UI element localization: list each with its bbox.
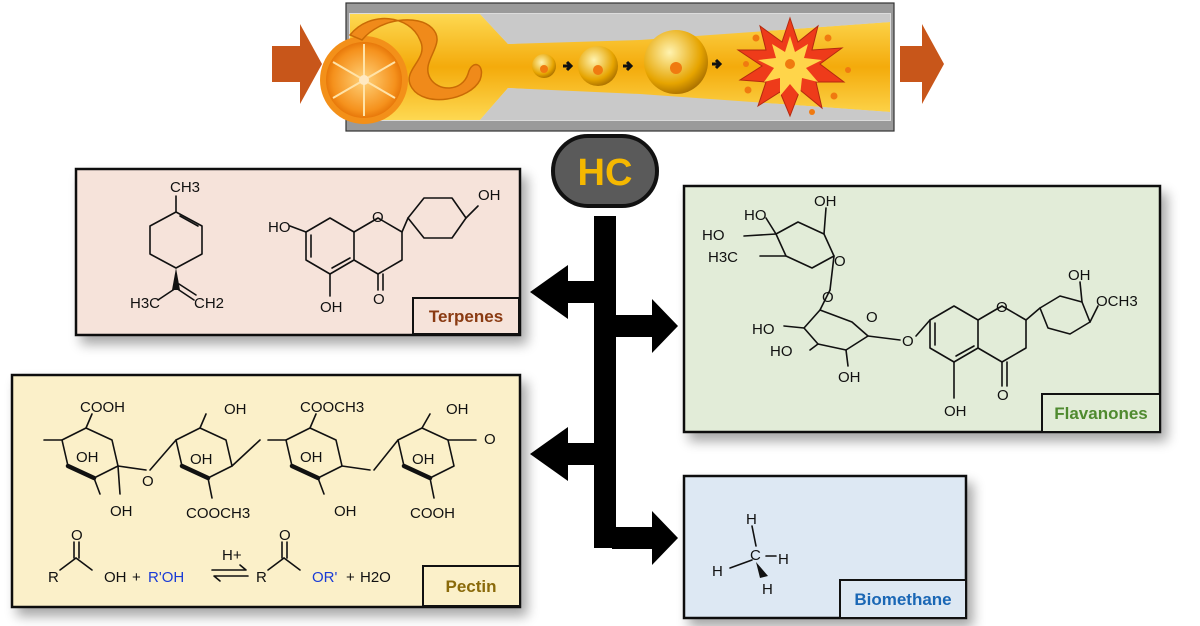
biomethane-label: Biomethane: [854, 590, 951, 609]
chem-label: OH: [104, 569, 127, 586]
cavitation-reactor: [272, 2, 944, 132]
sugar-unit-2: [149, 413, 261, 499]
orange-slice: [320, 36, 408, 124]
chem-label: +: [346, 569, 355, 586]
cavitation-bubbles: [532, 30, 723, 94]
terpenes-panel: CH3 H3C CH2 HO OH OH O O Terpenes: [74, 167, 522, 337]
chem-label: O: [142, 473, 154, 490]
chem-label: H: [712, 563, 723, 580]
naringenin-structure: HO OH OH O O: [268, 187, 501, 316]
chem-label: H: [746, 511, 757, 528]
chem-label: R'OH: [148, 569, 184, 586]
chem-label: CH3: [170, 179, 200, 196]
methane-structure: H C H H H: [712, 511, 789, 598]
chem-label: OH: [224, 401, 247, 418]
arrow-to-biomethane: [652, 511, 678, 565]
arrow-to-flavanones: [652, 299, 678, 353]
sugar-unit-1: [43, 413, 147, 495]
chem-label: HO: [752, 321, 775, 338]
chem-label: R: [256, 569, 267, 586]
hc-label: HC: [578, 152, 633, 194]
chem-label: HO: [744, 207, 767, 224]
pectin-label: Pectin: [445, 577, 496, 596]
terpenes-label: Terpenes: [429, 307, 503, 326]
chem-label: OH: [1068, 267, 1091, 284]
hesperidin-structure: HO OH HO H3C O O HO HO OH O O O OH OCH3 …: [702, 193, 1138, 420]
hc-badge: HC: [551, 134, 659, 208]
chem-label: O: [997, 387, 1009, 404]
chem-label: O: [834, 253, 846, 270]
pectin-chain-structure: COOH OH COOCH3 OH OH OH OH OH OH OH COOC…: [43, 399, 496, 522]
chem-label: OH: [412, 451, 435, 468]
arrow-to-pectin: [530, 427, 568, 481]
chem-label: OH: [838, 369, 861, 386]
chem-label: OH: [300, 449, 323, 466]
chem-label: O: [71, 527, 83, 544]
chem-label: OH: [320, 299, 343, 316]
chem-label: OH: [76, 449, 99, 466]
chem-label: HO: [268, 219, 291, 236]
chem-label: OH: [446, 401, 469, 418]
flavanones-label: Flavanones: [1054, 404, 1148, 423]
orange-peel: [348, 18, 483, 101]
chem-label: H+: [222, 547, 242, 564]
chem-label: CH2: [194, 295, 224, 312]
chem-label: HO: [702, 227, 725, 244]
chem-label: OH: [110, 503, 133, 520]
esterification-reaction: R O OH + R'OH H+ R O OR' + H2O: [48, 527, 391, 586]
chem-label: O: [484, 431, 496, 448]
distribution-arrows: [530, 216, 678, 565]
flavanones-panel: HO OH HO H3C O O HO HO OH O O O OH OCH3 …: [682, 184, 1162, 434]
chem-label: O: [279, 527, 291, 544]
bubble-implosion: [736, 16, 851, 118]
arrow-to-terpenes: [530, 265, 568, 319]
chem-label: OR': [312, 569, 338, 586]
chem-label: H3C: [708, 249, 738, 266]
chem-label: COOCH3: [186, 505, 250, 522]
chem-label: H: [778, 551, 789, 568]
biomethane-panel: H C H H H Biomethane: [682, 474, 968, 620]
chem-label: R: [48, 569, 59, 586]
chem-label: OH: [944, 403, 967, 420]
chem-label: OH: [814, 193, 837, 210]
chem-label: H3C: [130, 295, 160, 312]
chem-label: +: [132, 569, 141, 586]
chem-label: O: [822, 289, 834, 306]
chem-label: COOH: [410, 505, 455, 522]
chem-label: O: [902, 333, 914, 350]
chem-label: H2O: [360, 569, 391, 586]
pectin-panel: COOH OH COOCH3 OH OH OH OH OH OH OH COOC…: [10, 373, 522, 609]
chem-label: C: [750, 547, 761, 564]
chem-label: COOCH3: [300, 399, 364, 416]
limonene-structure: CH3 H3C CH2: [130, 179, 224, 312]
chem-label: O: [373, 291, 385, 308]
sugar-unit-3: [267, 413, 371, 495]
chem-label: HO: [770, 343, 793, 360]
chem-label: O: [996, 299, 1008, 316]
chem-label: OH: [478, 187, 501, 204]
chem-label: O: [866, 309, 878, 326]
chem-label: O: [372, 209, 384, 226]
inlet-arrow: [272, 24, 322, 104]
chem-label: OCH3: [1096, 293, 1138, 310]
chem-label: H: [762, 581, 773, 598]
outlet-arrow: [900, 24, 944, 104]
chem-label: OH: [190, 451, 213, 468]
chem-label: OH: [334, 503, 357, 520]
chem-label: COOH: [80, 399, 125, 416]
sugar-unit-4: [373, 413, 477, 499]
